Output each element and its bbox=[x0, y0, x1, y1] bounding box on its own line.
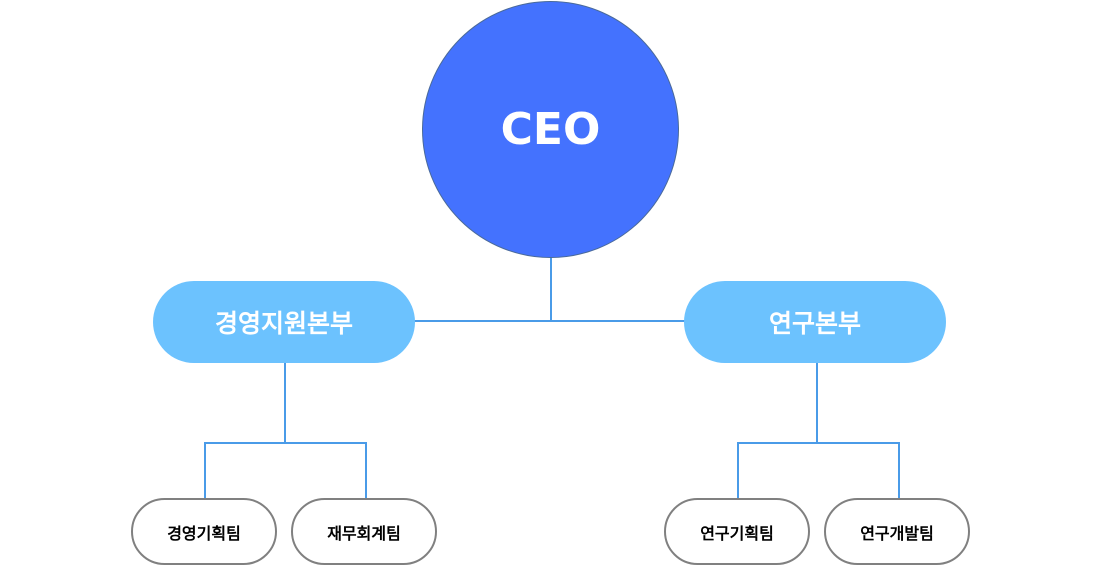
division-node-research: 연구본부 bbox=[684, 281, 946, 363]
division-node-management-support: 경영지원본부 bbox=[153, 281, 415, 363]
connector-line bbox=[898, 442, 900, 498]
connector-line bbox=[204, 442, 206, 498]
connector-line bbox=[284, 363, 286, 444]
team-node: 재무회계팀 bbox=[291, 498, 437, 565]
connector-line bbox=[365, 442, 367, 498]
team-label: 재무회계팀 bbox=[327, 523, 401, 543]
team-node: 연구기획팀 bbox=[664, 498, 810, 565]
team-node: 연구개발팀 bbox=[824, 498, 970, 565]
team-label: 연구개발팀 bbox=[860, 523, 934, 543]
ceo-node: CEO bbox=[422, 1, 679, 258]
connector-line bbox=[204, 442, 367, 444]
division-label: 연구본부 bbox=[768, 309, 861, 338]
team-label: 경영기획팀 bbox=[167, 523, 241, 543]
team-node: 경영기획팀 bbox=[131, 498, 277, 565]
team-label: 연구기획팀 bbox=[700, 523, 774, 543]
ceo-label: CEO bbox=[500, 104, 601, 155]
connector-line bbox=[414, 320, 686, 322]
connector-line bbox=[550, 257, 552, 322]
connector-line bbox=[737, 442, 739, 498]
connector-line bbox=[816, 363, 818, 444]
connector-line bbox=[737, 442, 900, 444]
division-label: 경영지원본부 bbox=[214, 309, 353, 338]
